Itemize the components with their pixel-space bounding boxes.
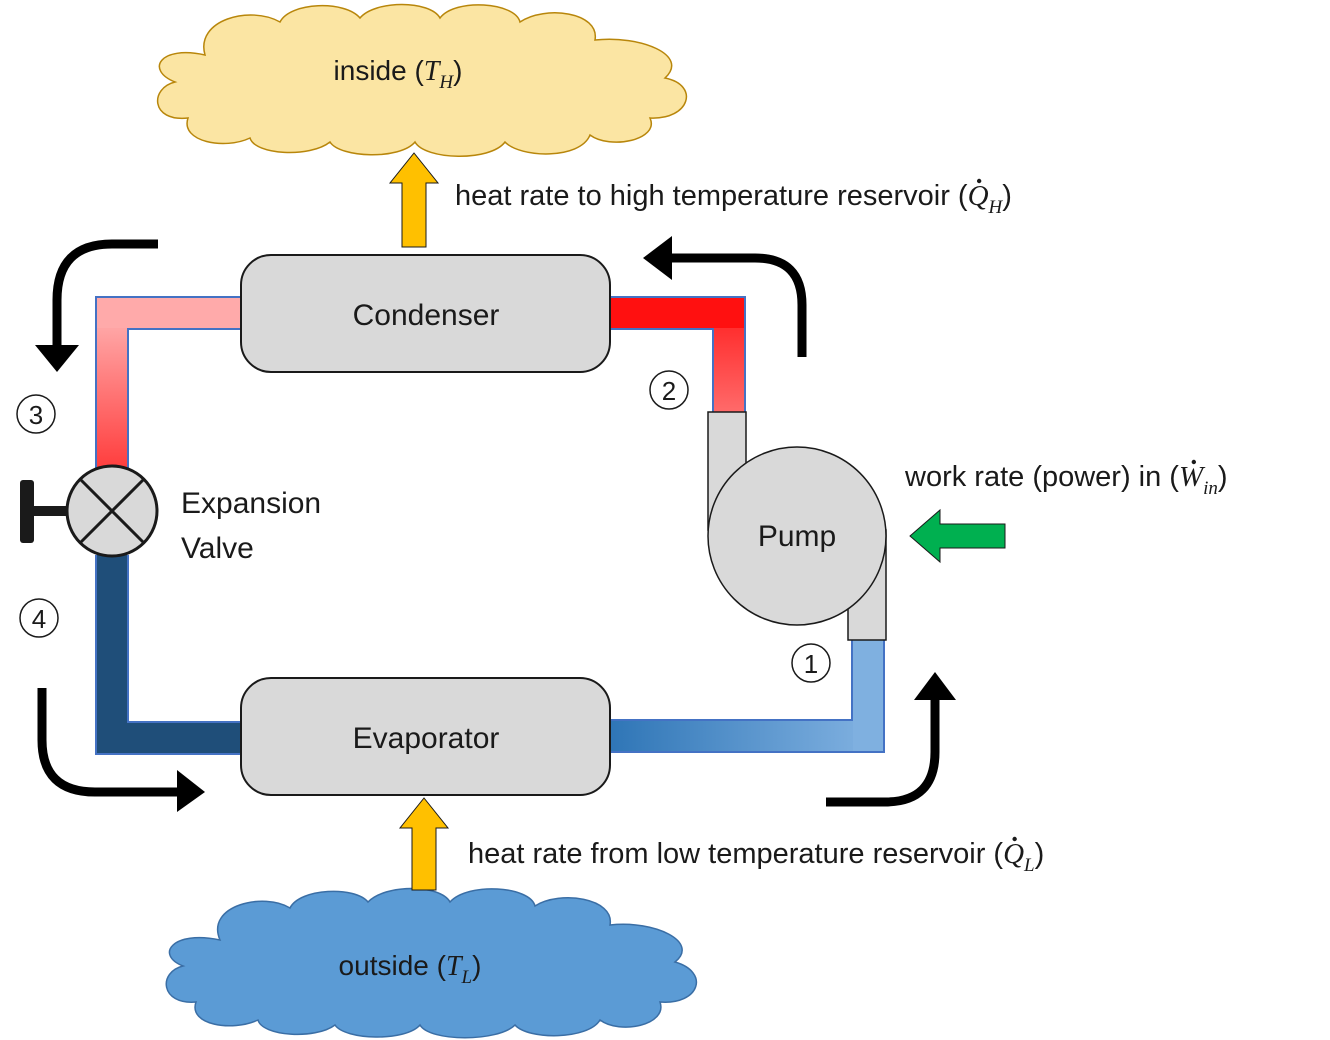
evaporator-label: Evaporator bbox=[353, 722, 500, 755]
valve-label-line1: Expansion bbox=[181, 487, 321, 520]
heat-in-arrow bbox=[398, 797, 450, 891]
svg-text:1: 1 bbox=[804, 649, 818, 679]
w-dot bbox=[1191, 459, 1197, 465]
inside-cloud bbox=[157, 3, 687, 157]
svg-text:2: 2 bbox=[662, 376, 676, 406]
pipe-condenser-to-valve bbox=[95, 296, 242, 473]
flow-arrow-top-left bbox=[35, 239, 158, 372]
q-dot-h bbox=[976, 178, 982, 184]
evaporator: Evaporator bbox=[240, 677, 611, 796]
pipe-evaporator-to-pump bbox=[608, 640, 885, 753]
flow-arrow-bottom-left bbox=[37, 688, 205, 812]
work-in-label: work rate (power) in (Win) bbox=[904, 459, 1228, 499]
pump-label: Pump bbox=[758, 520, 836, 553]
inside-label: inside (TH) bbox=[334, 55, 463, 93]
work-in-arrow bbox=[909, 508, 1006, 564]
outside-label: outside (TL) bbox=[339, 950, 482, 988]
svg-text:3: 3 bbox=[29, 400, 43, 430]
state-marker-4: 4 bbox=[19, 598, 59, 638]
pipe-pump-to-condenser bbox=[608, 296, 746, 412]
pump: Pump bbox=[707, 411, 887, 641]
svg-text:4: 4 bbox=[32, 604, 46, 634]
condenser: Condenser bbox=[240, 254, 611, 373]
heat-out-arrow bbox=[388, 152, 440, 248]
heat-out-label: heat rate to high temperature reservoir … bbox=[455, 178, 1012, 218]
valve-label-line2: Valve bbox=[181, 532, 254, 565]
expansion-valve bbox=[20, 464, 159, 558]
q-dot-l bbox=[1012, 836, 1017, 842]
svg-text:heat rate from low temperature: heat rate from low temperature reservoir… bbox=[468, 838, 1044, 876]
state-marker-1: 1 bbox=[791, 643, 831, 683]
state-marker-3: 3 bbox=[16, 394, 56, 434]
outside-cloud bbox=[165, 887, 697, 1039]
svg-text:heat rate to high temperature: heat rate to high temperature reservoir … bbox=[455, 180, 1012, 218]
pipe-valve-to-evaporator bbox=[95, 555, 242, 755]
condenser-label: Condenser bbox=[353, 299, 500, 332]
state-marker-2: 2 bbox=[649, 370, 689, 410]
svg-text:work rate (power) in (Win): work rate (power) in (Win) bbox=[904, 461, 1228, 499]
flow-arrow-bottom-right bbox=[826, 672, 956, 807]
flow-arrow-top-right bbox=[643, 236, 807, 357]
heat-in-label: heat rate from low temperature reservoir… bbox=[468, 836, 1044, 876]
